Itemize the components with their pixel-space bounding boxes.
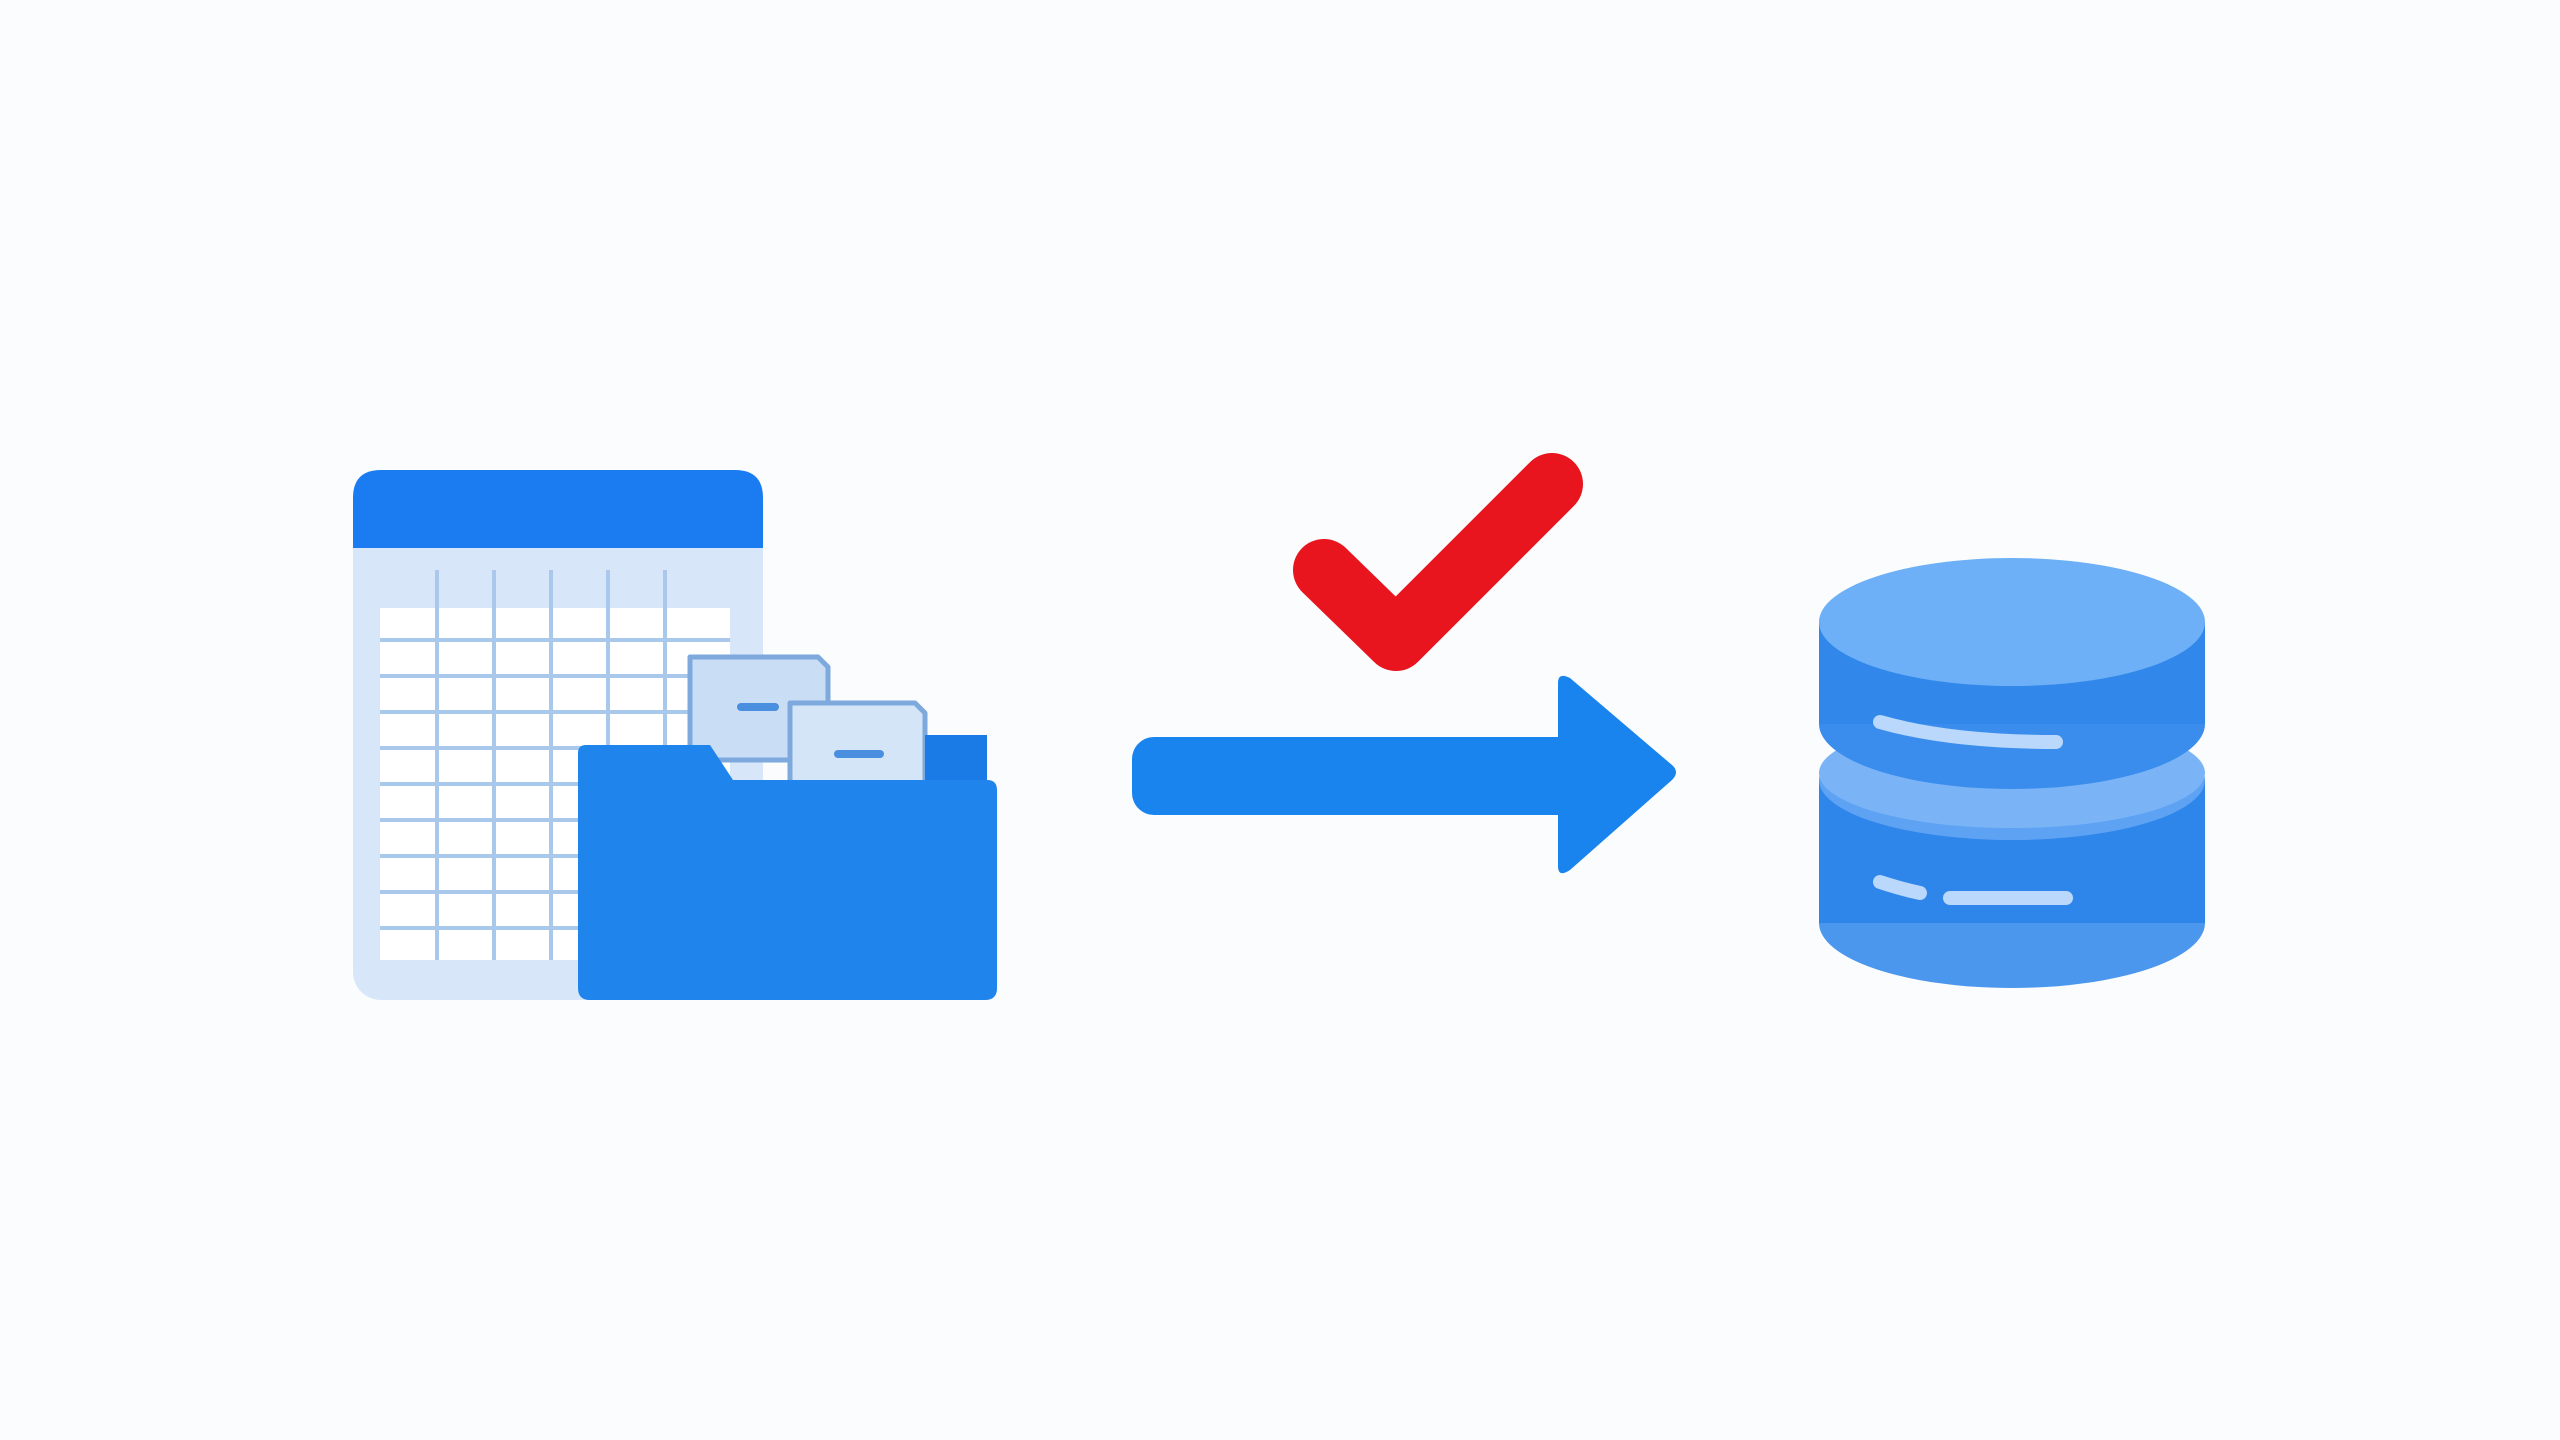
spreadsheet-and-folder-icon <box>353 470 997 1000</box>
arrow-right-icon <box>1132 675 1676 874</box>
folder-icon <box>578 735 997 1000</box>
database-icon <box>1819 558 2205 988</box>
checkmark-icon <box>1293 453 1583 671</box>
